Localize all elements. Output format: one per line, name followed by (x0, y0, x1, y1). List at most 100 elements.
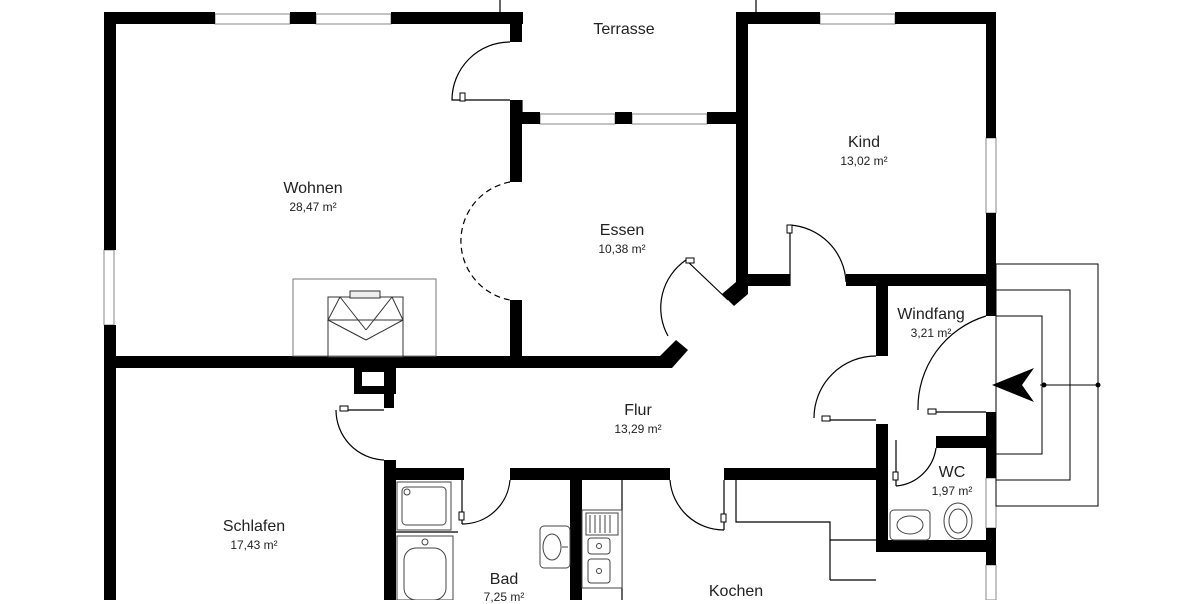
wall (510, 112, 540, 124)
kitchen-drainboard (585, 512, 619, 536)
room-area: 13,02 m² (840, 154, 888, 168)
room-name: Essen (599, 222, 645, 239)
fireplace-line (339, 296, 367, 331)
wall (104, 325, 116, 600)
door-hinges (339, 92, 937, 523)
window-wohnen-top-2 (315, 13, 392, 25)
wall (510, 12, 522, 42)
wall (736, 12, 748, 294)
window-essen-top-2 (631, 113, 708, 125)
door-bad-flur (461, 479, 511, 525)
fireplace-line (365, 296, 393, 331)
room-area: 28,47 m² (289, 200, 337, 214)
door-wohnen-terrasse (451, 41, 511, 101)
door-wc-flur (895, 440, 937, 487)
wall (384, 368, 394, 408)
window-wc-right (985, 477, 997, 529)
room-area: 17,43 m² (230, 538, 278, 552)
entrance-dot (1095, 382, 1101, 388)
hinge (892, 471, 899, 481)
window-kind-right (985, 137, 997, 214)
fireplace-line (365, 319, 404, 341)
hinge (685, 257, 695, 264)
kitchen-tap (596, 568, 602, 574)
windows (103, 13, 997, 600)
hinge (458, 511, 465, 521)
wall (876, 540, 996, 552)
hinge (720, 513, 727, 523)
wc-fixtures (889, 502, 973, 541)
room-name: Kochen (708, 583, 764, 600)
opening-wohnen-essen (460, 181, 511, 301)
room-area: 3,21 m² (910, 326, 952, 340)
fireplace-frame (292, 278, 437, 357)
door-essen-flur (660, 259, 729, 337)
wall (986, 12, 996, 138)
bathroom-fixtures (396, 481, 571, 600)
room-name: Wohnen (283, 180, 343, 197)
toilet-seat (948, 508, 968, 534)
fireplace-chimney (349, 290, 381, 299)
fireplace-hood (327, 296, 404, 321)
door-schlafen-flur (335, 409, 385, 461)
fireplace-box (327, 296, 404, 358)
bathtub-tap (421, 538, 429, 546)
wall (736, 12, 820, 24)
room-name: Schlafen (222, 518, 286, 535)
kitchen-tap (596, 543, 602, 549)
room-name: Bad (489, 571, 519, 588)
entrance-dot (1041, 382, 1047, 388)
room-area: 7,25 m² (483, 590, 525, 604)
wall (736, 274, 790, 286)
walls (104, 12, 996, 600)
wall (846, 274, 996, 286)
shower-inner (401, 486, 447, 526)
kitchen-fixtures (581, 509, 623, 589)
hinge (786, 224, 793, 234)
shower-drain (403, 488, 411, 496)
wall-line (735, 480, 876, 541)
room-name: WC (938, 464, 966, 481)
wall (986, 288, 996, 316)
room-area: 13,29 m² (614, 422, 662, 436)
wall (510, 468, 670, 480)
wall (104, 356, 664, 368)
entrance-arrow-icon (992, 368, 1034, 402)
window-kochen-right (985, 564, 997, 600)
window-wohnen-top-1 (214, 13, 291, 25)
room-area: 1,97 m² (931, 484, 973, 498)
door-kochen-flur (669, 479, 725, 531)
wall (290, 12, 316, 24)
thin-walls (396, 0, 876, 600)
wall (104, 12, 215, 24)
wall (510, 300, 522, 368)
wall (936, 436, 996, 448)
wall (876, 274, 888, 356)
wall (104, 12, 116, 250)
wall (724, 468, 888, 480)
bad-sink-bowl (542, 533, 562, 561)
wall (615, 112, 632, 124)
room-name: Kind (847, 134, 881, 151)
room-name: Terrasse (593, 21, 655, 38)
wall (570, 480, 582, 600)
window-essen-top-1 (539, 113, 616, 125)
doors (335, 41, 987, 531)
door-kind-flur (789, 224, 847, 286)
window-wohnen-left (103, 249, 115, 326)
fireplace-line (327, 319, 367, 341)
bathtub-inner (403, 547, 447, 600)
wall (986, 213, 996, 288)
hinge (339, 405, 349, 412)
room-name: Flur (624, 402, 652, 419)
fireplace (292, 278, 437, 358)
hinge (821, 415, 831, 422)
hinge (927, 408, 937, 415)
room-area: 10,38 m² (598, 242, 646, 256)
room-name: Windfang (897, 306, 965, 323)
wall (876, 424, 888, 544)
door-entrance (917, 315, 987, 413)
door-windfang-flur (813, 355, 877, 421)
wall (722, 282, 748, 306)
hinge (459, 92, 466, 102)
